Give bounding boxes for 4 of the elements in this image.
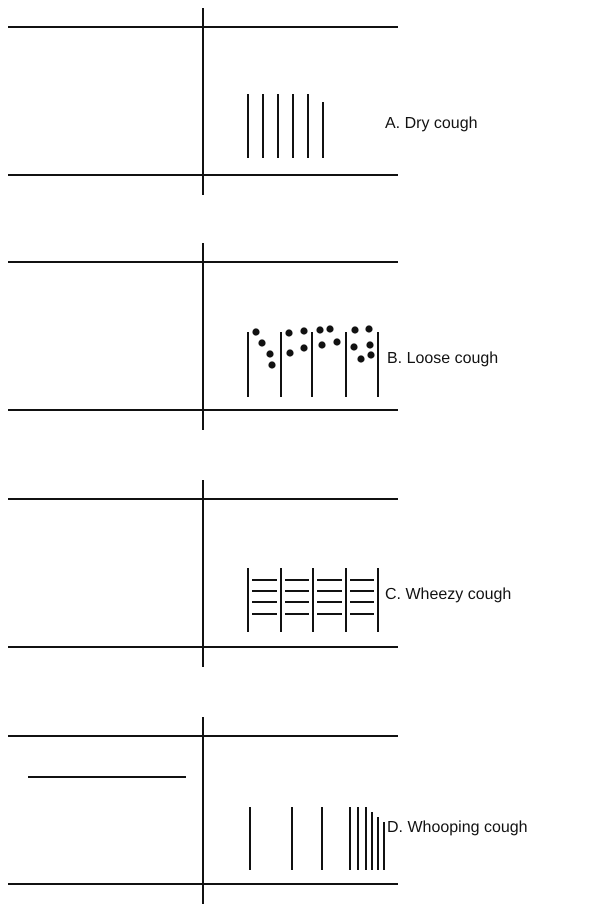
- cough-type-label: B. Loose cough: [387, 350, 498, 368]
- cough-type-label: A. Dry cough: [385, 115, 478, 133]
- cough-type-label: C. Wheezy cough: [385, 586, 512, 604]
- cough-type-label: D. Whooping cough: [387, 819, 528, 837]
